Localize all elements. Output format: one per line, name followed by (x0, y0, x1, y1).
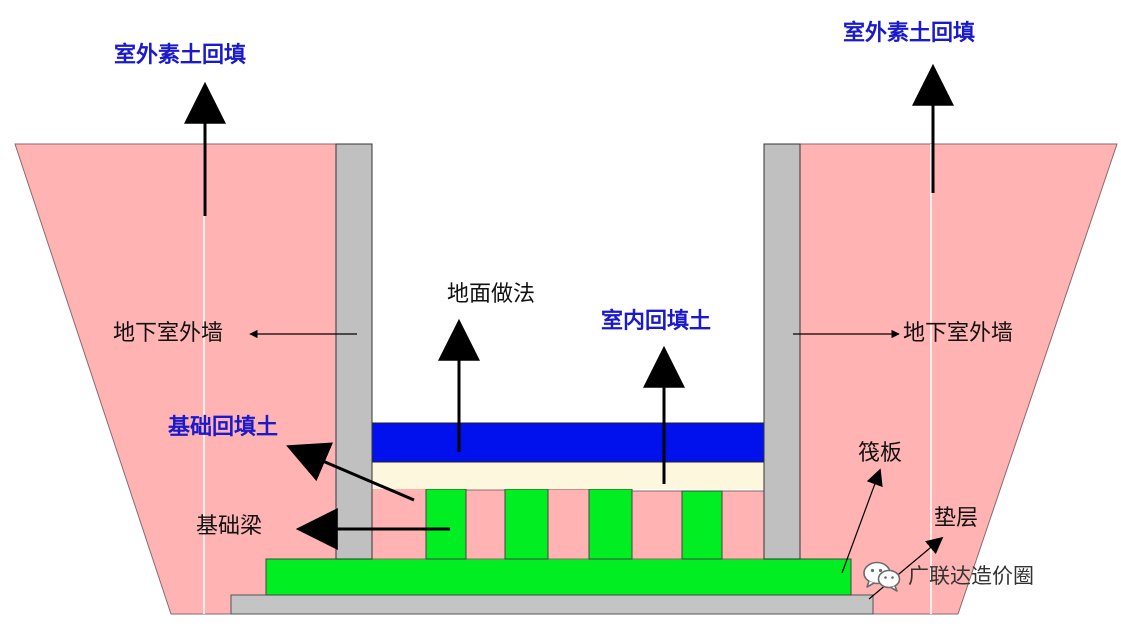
floor-finish-layer (371, 422, 765, 463)
label-foundation-beam: 基础梁 (196, 514, 263, 539)
backfill-block (547, 488, 590, 560)
foundation-beam (588, 488, 633, 560)
wechat-icon (863, 561, 901, 592)
label-floor-finish: 地面做法 (447, 282, 536, 307)
backfill-block (721, 490, 765, 560)
basement-wall-right (763, 143, 801, 560)
arrow-foundation-backfill (286, 442, 415, 502)
outdoor-soil-left (14, 143, 338, 615)
label-outdoor-backfill-left: 室外素土回填 (114, 43, 247, 68)
label-indoor-backfill: 室内回填土 (601, 309, 712, 334)
label-basement-wall-left: 地下室外墙 (113, 321, 224, 346)
label-outdoor-backfill-right: 室外素土回填 (843, 21, 976, 46)
foundation-beams (425, 488, 723, 560)
outdoor-soil-right (799, 143, 1118, 615)
backfill-block (371, 487, 427, 560)
label-raft: 筏板 (858, 441, 903, 466)
backfill-block (631, 490, 683, 560)
label-cushion: 垫层 (934, 506, 979, 531)
label-foundation-backfill: 基础回填土 (168, 415, 279, 440)
arrow-cushion (868, 536, 944, 600)
basement-wall-left (335, 143, 373, 560)
foundation-beam (681, 490, 723, 560)
floor-cream-layer (372, 462, 764, 489)
foundation-beam (425, 488, 467, 560)
watermark-text: 广联达造价圈 (908, 563, 1034, 588)
foundation-beam (504, 488, 549, 560)
raft-slab (265, 558, 852, 596)
watermark: 广联达造价圈 (862, 560, 1034, 592)
backfill-block (465, 489, 506, 560)
arrow-raft (841, 468, 883, 574)
cushion-layer (230, 594, 874, 615)
label-basement-wall-right: 地下室外墙 (903, 321, 1014, 346)
